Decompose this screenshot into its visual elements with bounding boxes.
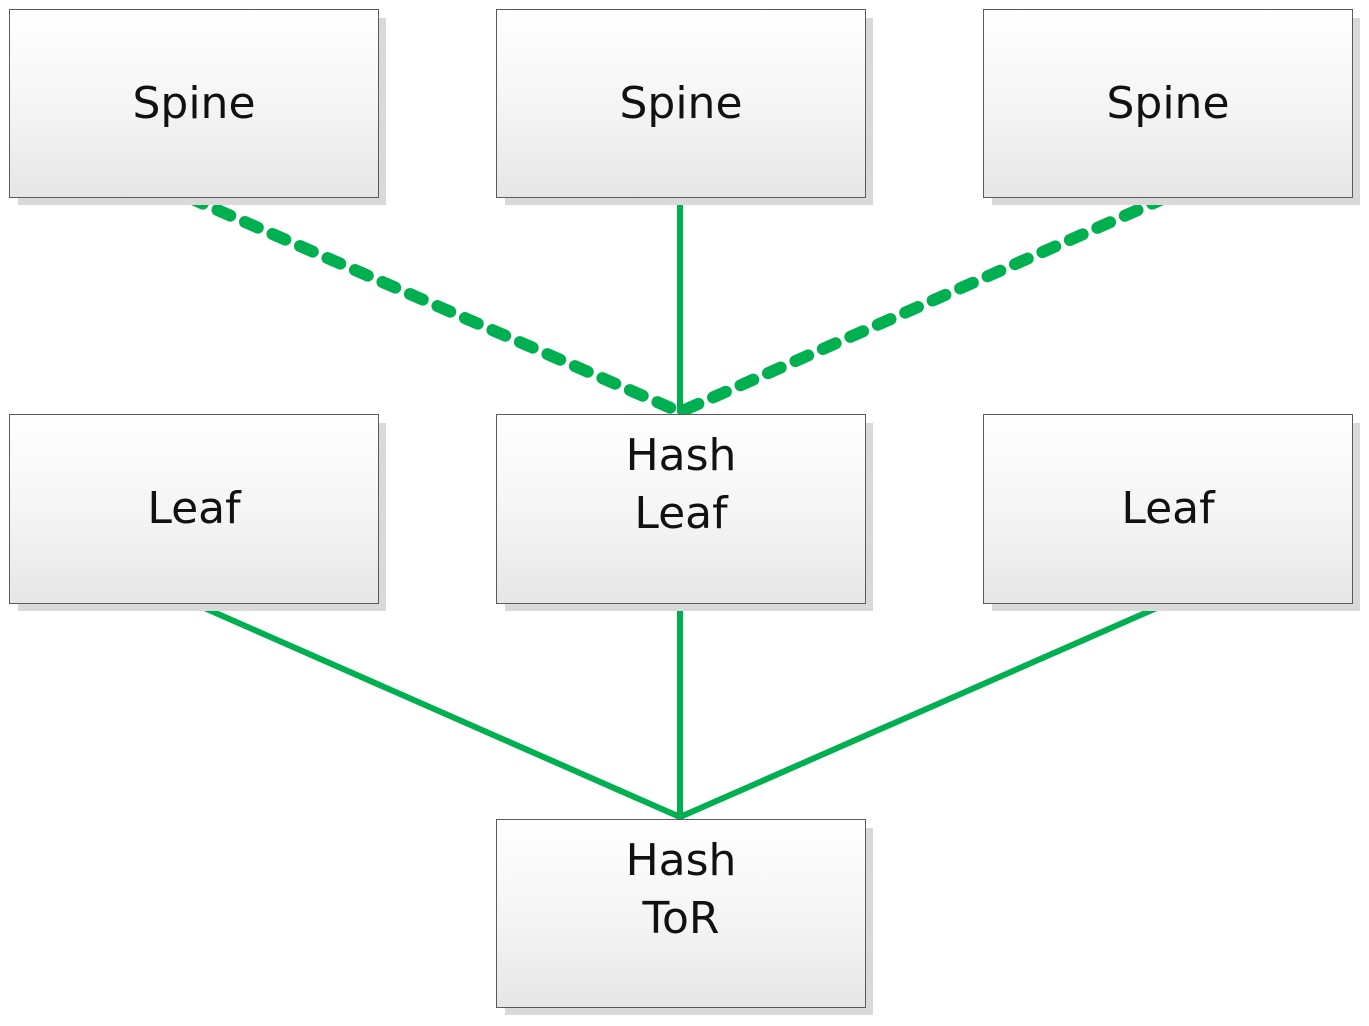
spine-node-3: Spine [983,9,1353,198]
hash-tor-line-1: Hash [625,835,737,886]
hash-tor-line-2: ToR [642,893,720,944]
leaf-node-3-label: Leaf [1121,483,1215,534]
link-spine-1-to-hash-leaf [184,192,686,418]
spine-node-2-label: Spine [619,77,743,129]
spine-node-1: Spine [9,9,379,198]
link-spine-3-to-hash-leaf [674,192,1171,418]
spine-node-3-label: Spine [1106,77,1230,129]
leaf-node-1: Leaf [9,414,379,604]
hash-leaf-line-1: Hash [625,430,737,481]
leaf-node-3: Leaf [983,414,1353,604]
link-leaf-3-to-hash-tor [677,600,1171,820]
hash-leaf-line-2: Leaf [634,488,728,539]
hash-tor-node: Hash ToR [496,819,866,1008]
hash-leaf-node: Hash Leaf [496,414,866,604]
spine-node-2: Spine [496,9,866,198]
spine-node-1-label: Spine [132,77,256,129]
leaf-node-1-label: Leaf [147,483,241,534]
link-leaf-1-to-hash-tor [190,600,683,820]
